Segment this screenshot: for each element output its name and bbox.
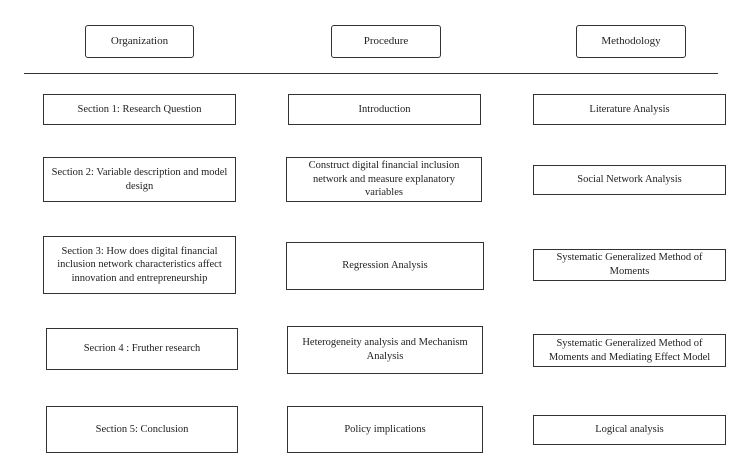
methodology-box-2-label: Social Network Analysis <box>577 174 682 186</box>
procedure-box-3-label: Regression Analysis <box>342 260 428 272</box>
organization-box-3: Section 3: How does digital financial in… <box>43 236 236 294</box>
methodology-box-1-label: Literature Analysis <box>589 103 670 115</box>
methodology-box-2: Social Network Analysis <box>533 165 726 195</box>
procedure-box-4: Heterogeneity analysis and Mechanism Ana… <box>287 326 483 374</box>
organization-box-1-label: Section 1: Research Question <box>77 103 202 115</box>
procedure-box-1-label: Introduction <box>358 103 411 115</box>
header-organization-label: Organization <box>110 35 169 48</box>
methodology-box-1: Literature Analysis <box>533 94 726 125</box>
header-organization: Organization <box>85 25 194 58</box>
procedure-box-1: Introduction <box>288 94 481 125</box>
procedure-box-5-label: Policy implications <box>344 423 426 435</box>
organization-box-4: Secrion 4 : Fruther research <box>46 328 238 370</box>
organization-box-1: Section 1: Research Question <box>43 94 236 125</box>
organization-box-2-label: Section 2: Variable description and mode… <box>51 166 228 192</box>
organization-box-5: Section 5: Conclusion <box>46 406 238 453</box>
methodology-box-5: Logical analysis <box>533 415 726 445</box>
header-methodology-label: Methodology <box>601 35 661 48</box>
procedure-box-5: Policy implications <box>287 406 483 453</box>
organization-box-4-label: Secrion 4 : Fruther research <box>83 343 201 355</box>
organization-box-5-label: Section 5: Conclusion <box>95 423 189 435</box>
methodology-box-4: Systematic Generalized Method of Moments… <box>533 334 726 367</box>
methodology-box-5-label: Logical analysis <box>595 424 664 436</box>
organization-box-3-label: Section 3: How does digital financial in… <box>57 245 222 284</box>
procedure-box-2-label: Construct digital financial inclusion ne… <box>308 160 460 199</box>
procedure-box-4-label: Heterogeneity analysis and Mechanism Ana… <box>302 337 468 362</box>
methodology-box-3-label: Systematic Generalized Method of Moments <box>556 252 703 277</box>
organization-box-2: Section 2: Variable description and mode… <box>43 157 236 202</box>
procedure-box-2: Construct digital financial inclusion ne… <box>286 157 482 202</box>
header-procedure-label: Procedure <box>363 35 409 48</box>
header-methodology: Methodology <box>576 25 686 58</box>
header-procedure: Procedure <box>331 25 441 58</box>
methodology-box-4-label: Systematic Generalized Method of Moments… <box>548 337 711 363</box>
header-divider <box>24 73 718 74</box>
methodology-box-3: Systematic Generalized Method of Moments <box>533 249 726 281</box>
procedure-box-3: Regression Analysis <box>286 242 484 290</box>
